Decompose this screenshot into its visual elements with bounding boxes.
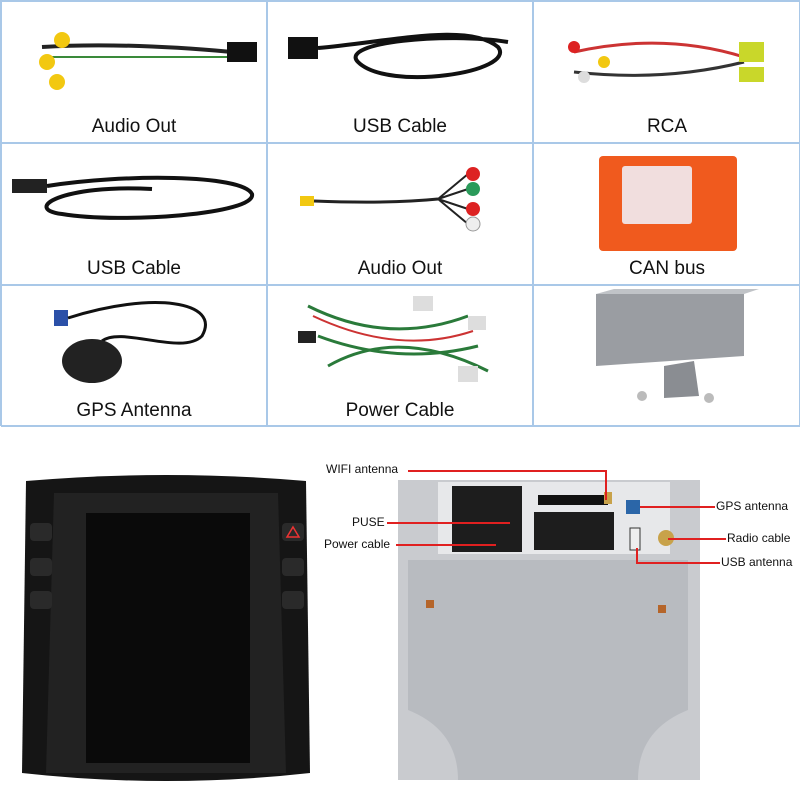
item-label: Audio Out <box>91 116 177 137</box>
seat-heat-left-button <box>30 523 52 541</box>
audio-out-cable-image <box>300 167 481 232</box>
item-label: USB Cable <box>87 258 181 279</box>
item-usb-cable-2: USB Cable <box>1 143 267 285</box>
gps-antenna-image <box>54 301 207 383</box>
item-label: Power Cable <box>345 400 455 421</box>
label-radio-cable: Radio cable <box>727 531 791 545</box>
hazard-icon <box>285 525 301 538</box>
item-audio-out-2: Audio Out <box>267 143 533 285</box>
item-rca: RCA <box>533 1 800 143</box>
usb-cable-image <box>12 175 254 220</box>
label-power-cable: Power cable <box>324 537 391 551</box>
item-label: GPS Antenna <box>76 400 192 421</box>
audio-out-cable-image <box>39 32 257 90</box>
head-unit-front-image <box>22 475 310 781</box>
label-wifi-antenna: WIFI antenna <box>326 462 399 476</box>
leader-line <box>636 548 638 563</box>
item-label: RCA <box>646 116 688 137</box>
label-puse: PUSE <box>352 515 385 529</box>
mounting-bracket-image <box>596 289 759 403</box>
label-gps-antenna: GPS antenna <box>716 499 789 513</box>
head-unit-rear-image <box>398 480 700 780</box>
leader-line <box>396 544 496 546</box>
item-power-cable: Power Cable <box>267 285 533 427</box>
power-cable-image <box>298 296 489 382</box>
rca-cable-image <box>568 41 764 83</box>
accessory-grid: Audio Out USB Cable RCA USB Cable Au <box>0 0 800 427</box>
item-label: CAN bus <box>628 258 706 279</box>
item-usb-cable-1: USB Cable <box>267 1 533 143</box>
leader-line <box>640 506 715 508</box>
item-label: USB Cable <box>353 116 447 137</box>
can-bus-box-image <box>599 156 737 251</box>
leader-line <box>605 470 607 500</box>
item-mounting-bracket <box>533 285 800 427</box>
leader-line <box>668 538 726 540</box>
usb-cable-image <box>288 32 509 79</box>
leader-line <box>387 522 510 524</box>
item-label: Audio Out <box>357 258 443 279</box>
item-gps-antenna: GPS Antenna <box>1 285 267 427</box>
power-connector <box>452 486 522 552</box>
label-usb-antenna: USB antenna <box>721 555 793 569</box>
leader-line <box>636 562 720 564</box>
leader-line <box>408 470 606 472</box>
item-audio-out-1: Audio Out <box>1 1 267 143</box>
item-can-bus: CAN bus <box>533 143 800 285</box>
